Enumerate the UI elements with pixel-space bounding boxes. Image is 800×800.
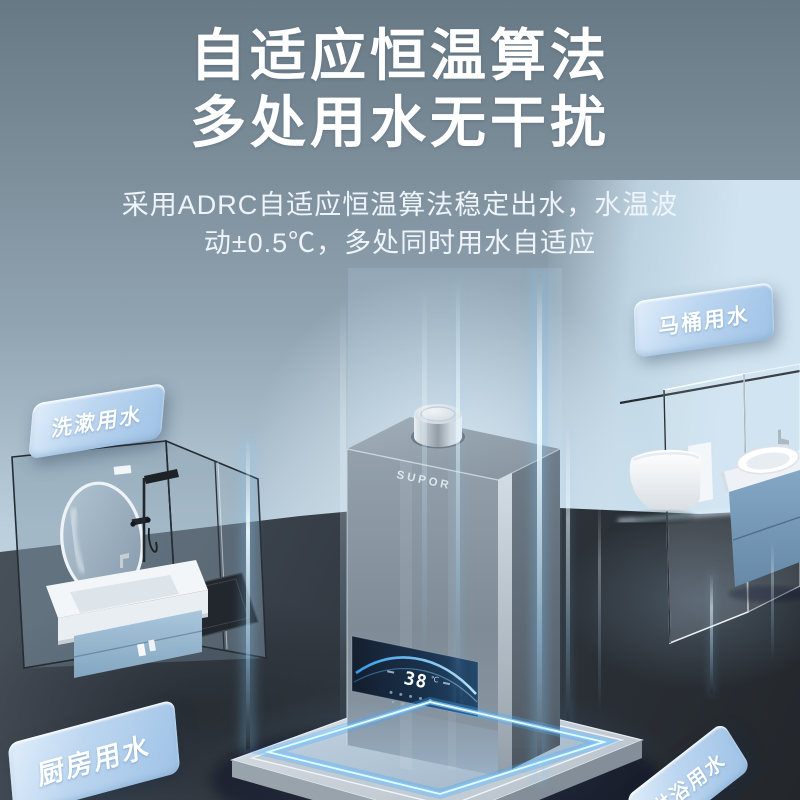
page-title: 自适应恒温算法 多处用水无干扰	[0, 22, 800, 156]
subtitle: 采用ADRC自适应恒温算法稳定出水，水温波 动±0.5℃，多处同时用水自适应	[0, 186, 800, 263]
floor-sheen	[560, 510, 800, 690]
subtitle-line-1: 采用ADRC自适应恒温算法稳定出水，水温波	[121, 190, 679, 220]
title-line-2: 多处用水无干扰	[190, 91, 610, 155]
subtitle-line-2: 动±0.5℃，多处同时用水自适应	[203, 228, 597, 259]
title-line-1: 自适应恒温算法	[190, 24, 610, 87]
light-column	[348, 268, 562, 748]
usage-tag-toilet-label: 马桶用水	[658, 303, 751, 340]
usage-tag-washing-label: 洗漱用水	[50, 403, 144, 442]
usage-tag-kitchen-label: 厨房用水	[36, 730, 152, 791]
